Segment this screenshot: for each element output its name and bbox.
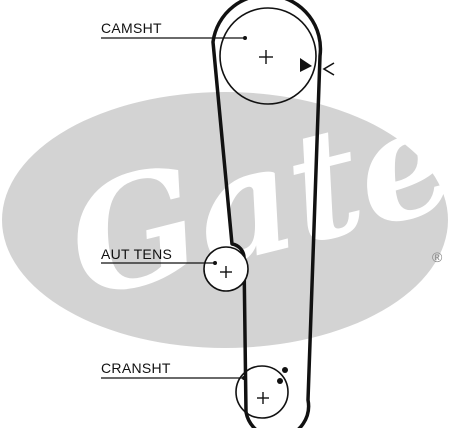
crankshaft-timing-dot-icon bbox=[277, 378, 283, 384]
label-camshaft: CAMSHT bbox=[101, 20, 247, 40]
label-tensioner-text: AUT TENS bbox=[101, 246, 172, 262]
crankshaft-timing-dot-icon bbox=[282, 367, 288, 373]
crankshaft-pulley bbox=[235, 365, 289, 419]
label-crankshaft: CRANSHT bbox=[101, 360, 246, 380]
timing-pointer-icon bbox=[322, 62, 335, 76]
label-camshaft-text: CAMSHT bbox=[101, 20, 162, 36]
crankshaft-leader-dot bbox=[242, 376, 246, 380]
watermark-oval bbox=[2, 92, 448, 348]
label-crankshaft-text: CRANSHT bbox=[101, 360, 171, 376]
crankshaft-circle bbox=[235, 365, 289, 419]
camshaft-timing-mark-icon bbox=[300, 58, 312, 72]
camshaft-pulley bbox=[219, 7, 335, 105]
camshaft-leader-dot bbox=[243, 36, 247, 40]
camshaft-circle bbox=[219, 7, 317, 105]
gates-watermark: Gates ® bbox=[2, 48, 450, 348]
tensioner-pulley bbox=[203, 246, 249, 292]
tensioner-leader-dot bbox=[213, 261, 217, 265]
label-tensioner: AUT TENS bbox=[101, 246, 217, 265]
registered-mark: ® bbox=[432, 249, 443, 265]
